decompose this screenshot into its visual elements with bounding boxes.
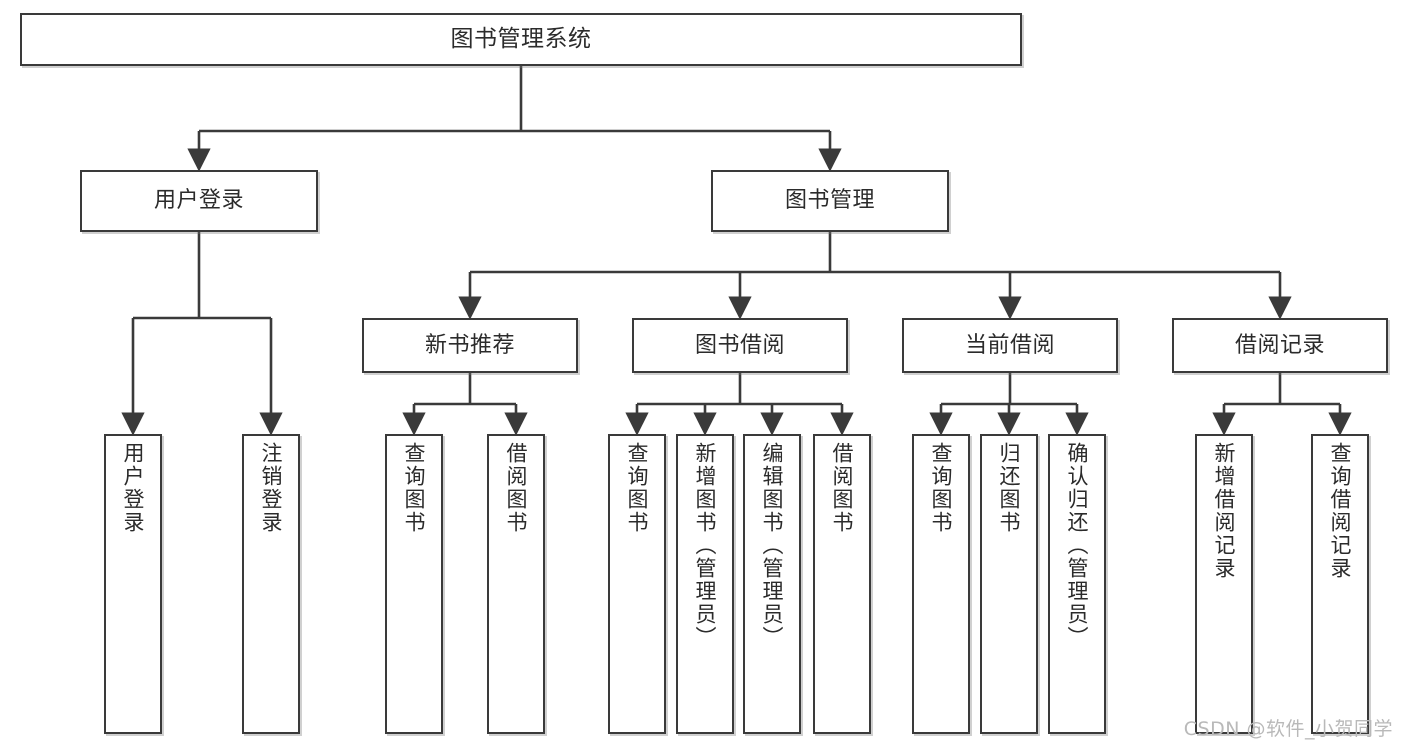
- node-borrow-record-label: 借阅记录: [1234, 332, 1325, 358]
- leaf-user-login[interactable]: 用户登录: [104, 434, 162, 734]
- leaf-query-book-current-label: 查询图书: [929, 442, 954, 534]
- node-root-book-management-system[interactable]: 图书管理系统: [20, 13, 1022, 66]
- node-new-book-recommend[interactable]: 新书推荐: [362, 318, 578, 373]
- node-root-label: 图书管理系统: [450, 25, 592, 52]
- leaf-confirm-return-admin[interactable]: 确认归还（管理员）: [1048, 434, 1106, 734]
- leaf-query-book-borrow[interactable]: 查询图书: [608, 434, 666, 734]
- leaf-user-login-label: 用户登录: [121, 442, 146, 534]
- leaf-user-logout-label: 注销登录: [259, 442, 284, 534]
- leaf-return-book-label: 归还图书: [997, 442, 1022, 534]
- node-user-login-label: 用户登录: [153, 188, 244, 214]
- leaf-query-book-current[interactable]: 查询图书: [912, 434, 970, 734]
- leaf-query-book-borrow-label: 查询图书: [625, 442, 650, 534]
- node-user-login[interactable]: 用户登录: [80, 170, 318, 232]
- leaf-return-book[interactable]: 归还图书: [980, 434, 1038, 734]
- node-current-borrow-label: 当前借阅: [964, 332, 1055, 358]
- leaf-borrow-book-new-book-label: 借阅图书: [504, 442, 529, 534]
- node-current-borrow[interactable]: 当前借阅: [902, 318, 1118, 373]
- leaf-edit-book-admin[interactable]: 编辑图书（管理员）: [743, 434, 801, 734]
- leaf-add-book-admin[interactable]: 新增图书（管理员）: [676, 434, 734, 734]
- leaf-confirm-return-admin-label: 确认归还（管理员）: [1065, 442, 1090, 649]
- node-book-borrow-label: 图书借阅: [694, 332, 785, 358]
- leaf-add-borrow-record-label: 新增借阅记录: [1212, 442, 1237, 580]
- leaf-query-borrow-record-label: 查询借阅记录: [1328, 442, 1353, 580]
- node-borrow-record[interactable]: 借阅记录: [1172, 318, 1388, 373]
- leaf-query-book-new-book[interactable]: 查询图书: [385, 434, 443, 734]
- leaf-add-borrow-record[interactable]: 新增借阅记录: [1195, 434, 1253, 734]
- leaf-borrow-book-borrow-label: 借阅图书: [830, 442, 855, 534]
- node-book-management[interactable]: 图书管理: [711, 170, 949, 232]
- node-book-borrow[interactable]: 图书借阅: [632, 318, 848, 373]
- leaf-borrow-book-borrow[interactable]: 借阅图书: [813, 434, 871, 734]
- watermark-text: CSDN @软件_小贺同学: [1183, 718, 1393, 740]
- leaf-edit-book-admin-label: 编辑图书（管理员）: [760, 442, 785, 649]
- node-new-book-recommend-label: 新书推荐: [424, 332, 515, 358]
- leaf-query-borrow-record[interactable]: 查询借阅记录: [1311, 434, 1369, 734]
- leaf-query-book-new-book-label: 查询图书: [402, 442, 427, 534]
- leaf-user-logout[interactable]: 注销登录: [242, 434, 300, 734]
- node-book-management-label: 图书管理: [784, 188, 875, 214]
- leaf-borrow-book-new-book[interactable]: 借阅图书: [487, 434, 545, 734]
- leaf-add-book-admin-label: 新增图书（管理员）: [693, 442, 718, 649]
